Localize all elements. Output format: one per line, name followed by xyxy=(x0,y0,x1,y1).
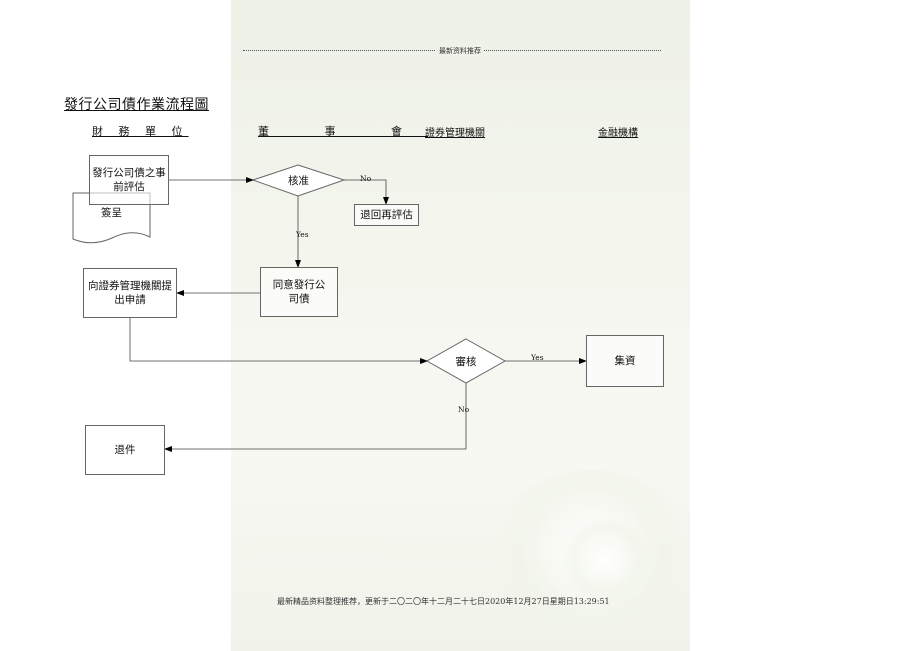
footer-note: 最新精品资料整理推荐，更新于二〇二〇年十二月二十七日2020年12月27日星期日… xyxy=(277,597,610,606)
background-panel xyxy=(231,0,691,651)
node-report-label: 簽呈 xyxy=(101,207,122,219)
edge-approve-no xyxy=(344,179,389,205)
lane-securities: 證券管理機關 xyxy=(425,128,485,139)
report-document-shape xyxy=(72,192,151,244)
edge-label-review-no: No xyxy=(458,405,470,414)
node-raise: 集資 xyxy=(586,335,664,387)
node-agree: 同意發行公司債 xyxy=(260,267,338,317)
header-label: 最新资料推荐 xyxy=(0,46,920,56)
lane-board: 董 事 會 xyxy=(258,125,428,138)
edge-label-approve-no: No xyxy=(360,174,372,183)
diagram-title: 發行公司債作業流程圖 xyxy=(64,97,209,113)
node-review-label: 審核 xyxy=(455,356,477,368)
node-return: 退件 xyxy=(85,425,165,475)
node-re-eval: 退回再評估 xyxy=(354,204,419,226)
edge-label-approve-yes: Yes xyxy=(296,230,309,239)
flower-bloom xyxy=(561,520,651,600)
node-approve-label: 核准 xyxy=(288,175,309,187)
lane-bank: 金融機構 xyxy=(598,128,638,139)
node-pre-eval: 發行公司債之事前評估 xyxy=(89,155,169,205)
node-apply: 向證券管理機關提出申請 xyxy=(83,268,177,318)
edge-label-review-yes: Yes xyxy=(531,353,544,362)
lane-finance: 財 務 單 位 xyxy=(92,125,189,138)
edge-review-no xyxy=(164,383,467,452)
edge-apply-review xyxy=(129,318,428,364)
